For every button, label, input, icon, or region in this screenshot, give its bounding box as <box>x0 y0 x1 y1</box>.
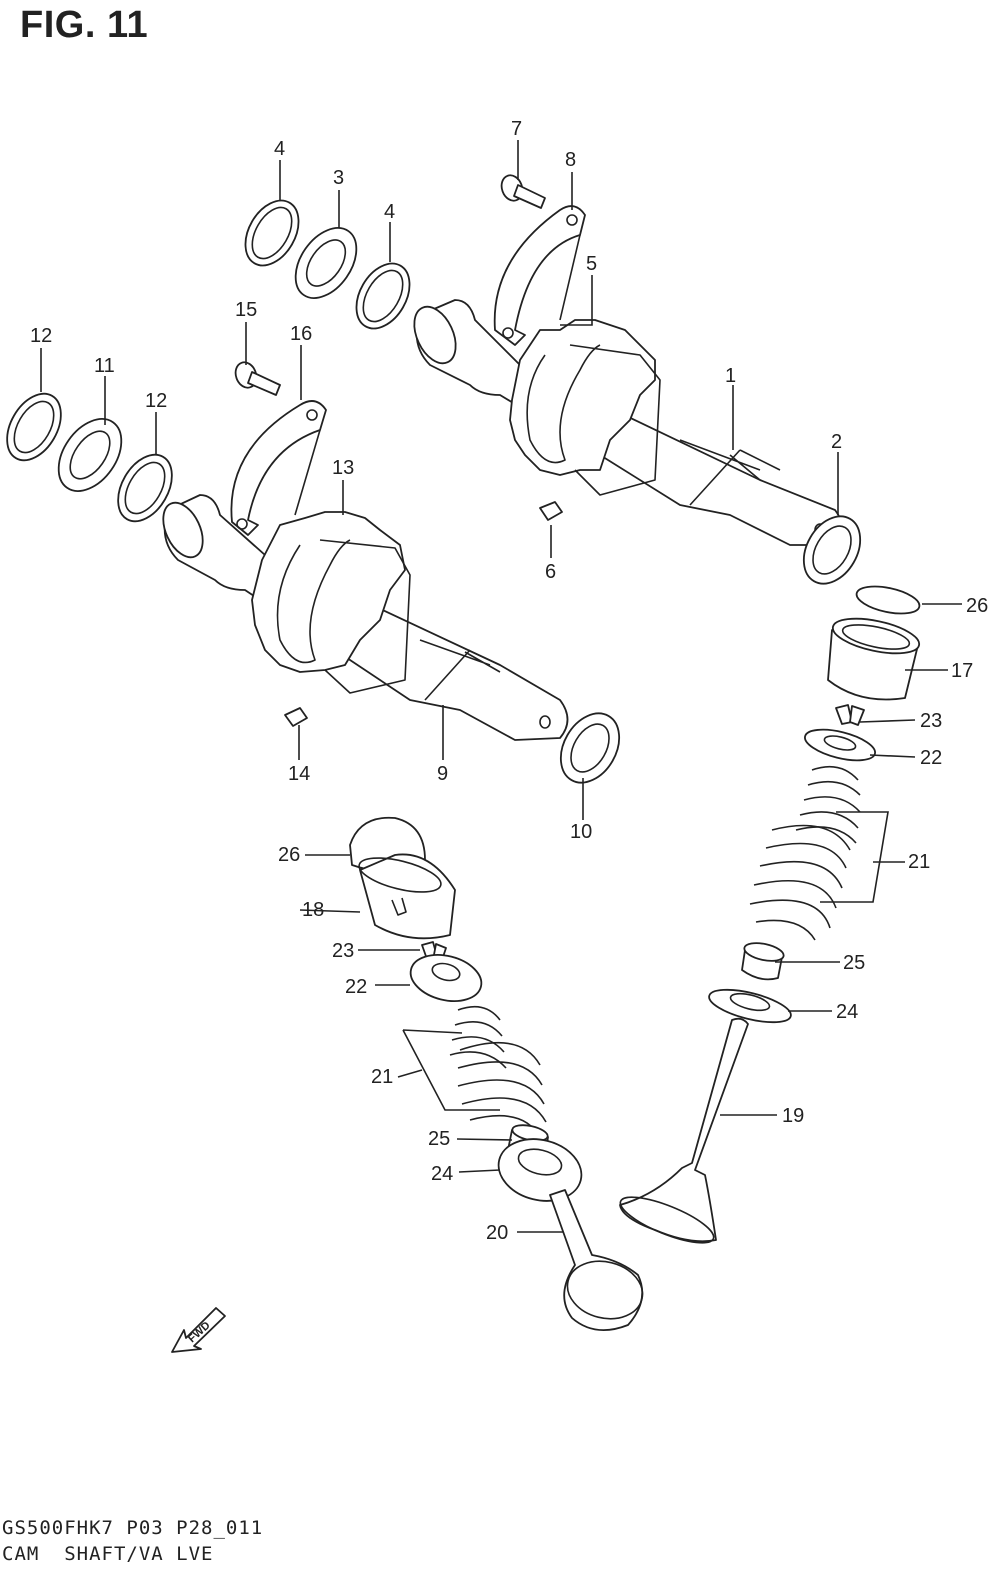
callout-18: 18 <box>302 899 324 921</box>
callout-6: 6 <box>545 561 556 583</box>
callout-21-right: 21 <box>908 851 930 873</box>
callout-25-right: 25 <box>843 952 865 974</box>
washer-2 <box>802 515 862 585</box>
callout-4b: 4 <box>384 201 395 223</box>
callout-4a: 4 <box>274 138 285 160</box>
callout-17: 17 <box>951 660 973 682</box>
leader-lines <box>40 140 962 1233</box>
seal-25-right <box>741 942 785 981</box>
fwd-arrow-icon: FWD <box>171 1307 226 1353</box>
callout-22-left: 22 <box>345 976 367 998</box>
washer-12a <box>6 392 62 462</box>
bolt-15 <box>234 361 281 396</box>
diagram-code: GS500FHK7 P03 P28_011 <box>2 1517 264 1539</box>
callout-24-right: 24 <box>836 1001 858 1023</box>
spring-21-left <box>449 1005 547 1139</box>
tappet-17 <box>827 617 921 701</box>
cam-guide-upper <box>493 205 586 346</box>
pin-14 <box>284 707 308 727</box>
seat-24-right <box>708 988 792 1024</box>
figure-title: FIG. 11 <box>20 4 149 46</box>
spring-21-right <box>749 765 861 941</box>
callout-12b: 12 <box>145 390 167 412</box>
retainer-22-left <box>409 954 483 1002</box>
callout-10: 10 <box>570 821 592 843</box>
callout-8: 8 <box>565 149 576 171</box>
callout-23-left: 23 <box>332 940 354 962</box>
callouts: 1 2 3 4 4 5 6 7 8 9 10 11 12 12 13 14 15… <box>30 118 988 1244</box>
valve-20 <box>549 1189 644 1332</box>
callout-1: 1 <box>725 365 736 387</box>
callout-7: 7 <box>511 118 522 140</box>
callout-13: 13 <box>332 457 354 479</box>
callout-26-right: 26 <box>966 595 988 617</box>
callout-21-left: 21 <box>371 1066 393 1088</box>
callout-12a: 12 <box>30 325 52 347</box>
diagram-caption: CAM SHAFT/VA LVE <box>2 1543 214 1565</box>
callout-25-left: 25 <box>428 1128 450 1150</box>
retainer-22-right <box>804 728 876 762</box>
callout-26-left: 26 <box>278 844 300 866</box>
sprocket-lower <box>251 511 411 694</box>
seat-24-left <box>497 1138 583 1202</box>
shim-26-right <box>855 585 921 615</box>
callout-20: 20 <box>486 1222 508 1244</box>
seal-11 <box>57 418 123 492</box>
callout-5: 5 <box>586 253 597 275</box>
callout-24-left: 24 <box>431 1163 453 1185</box>
sprocket-upper <box>509 319 661 496</box>
callout-9: 9 <box>437 763 448 785</box>
tappet-18 <box>358 853 456 940</box>
washer-4a <box>244 199 300 267</box>
washer-12b <box>117 453 173 523</box>
callout-3: 3 <box>333 167 344 189</box>
camshaft-upper <box>413 299 844 546</box>
cotter-23-right <box>835 704 865 726</box>
callout-15: 15 <box>235 299 257 321</box>
callout-14: 14 <box>288 763 310 785</box>
valve-19 <box>619 1017 749 1244</box>
seal-3 <box>294 227 358 299</box>
cam-guide-lower <box>230 400 327 536</box>
callout-23-right: 23 <box>920 710 942 732</box>
callout-22-right: 22 <box>920 747 942 769</box>
callout-19: 19 <box>782 1105 804 1127</box>
callout-16: 16 <box>290 323 312 345</box>
washer-4b <box>355 262 411 330</box>
pin-6 <box>539 501 563 521</box>
callout-2: 2 <box>831 431 842 453</box>
washer-10 <box>559 712 621 784</box>
bolt-7 <box>500 174 546 209</box>
callout-11: 11 <box>94 355 115 377</box>
